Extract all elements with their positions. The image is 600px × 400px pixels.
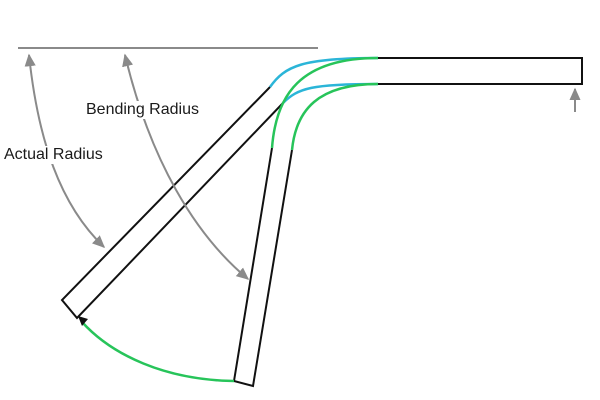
springback-arrowhead [78,316,88,326]
bending-radius-label: Bending Radius [84,101,201,119]
bend-curve-springback-inner [290,82,379,151]
bend-curve-springback-outer [270,56,379,149]
actual-radius-label: Actual Radius [2,146,105,164]
flat-bar [378,57,583,85]
bend-curve-actual-outer [268,56,379,88]
bent-leg-springback [232,147,293,388]
springback-arrow [81,321,235,383]
bend-curve-actual-inner [282,82,379,104]
actual-radius-arrow [24,53,106,248]
bending-radius-arrow [122,53,250,280]
